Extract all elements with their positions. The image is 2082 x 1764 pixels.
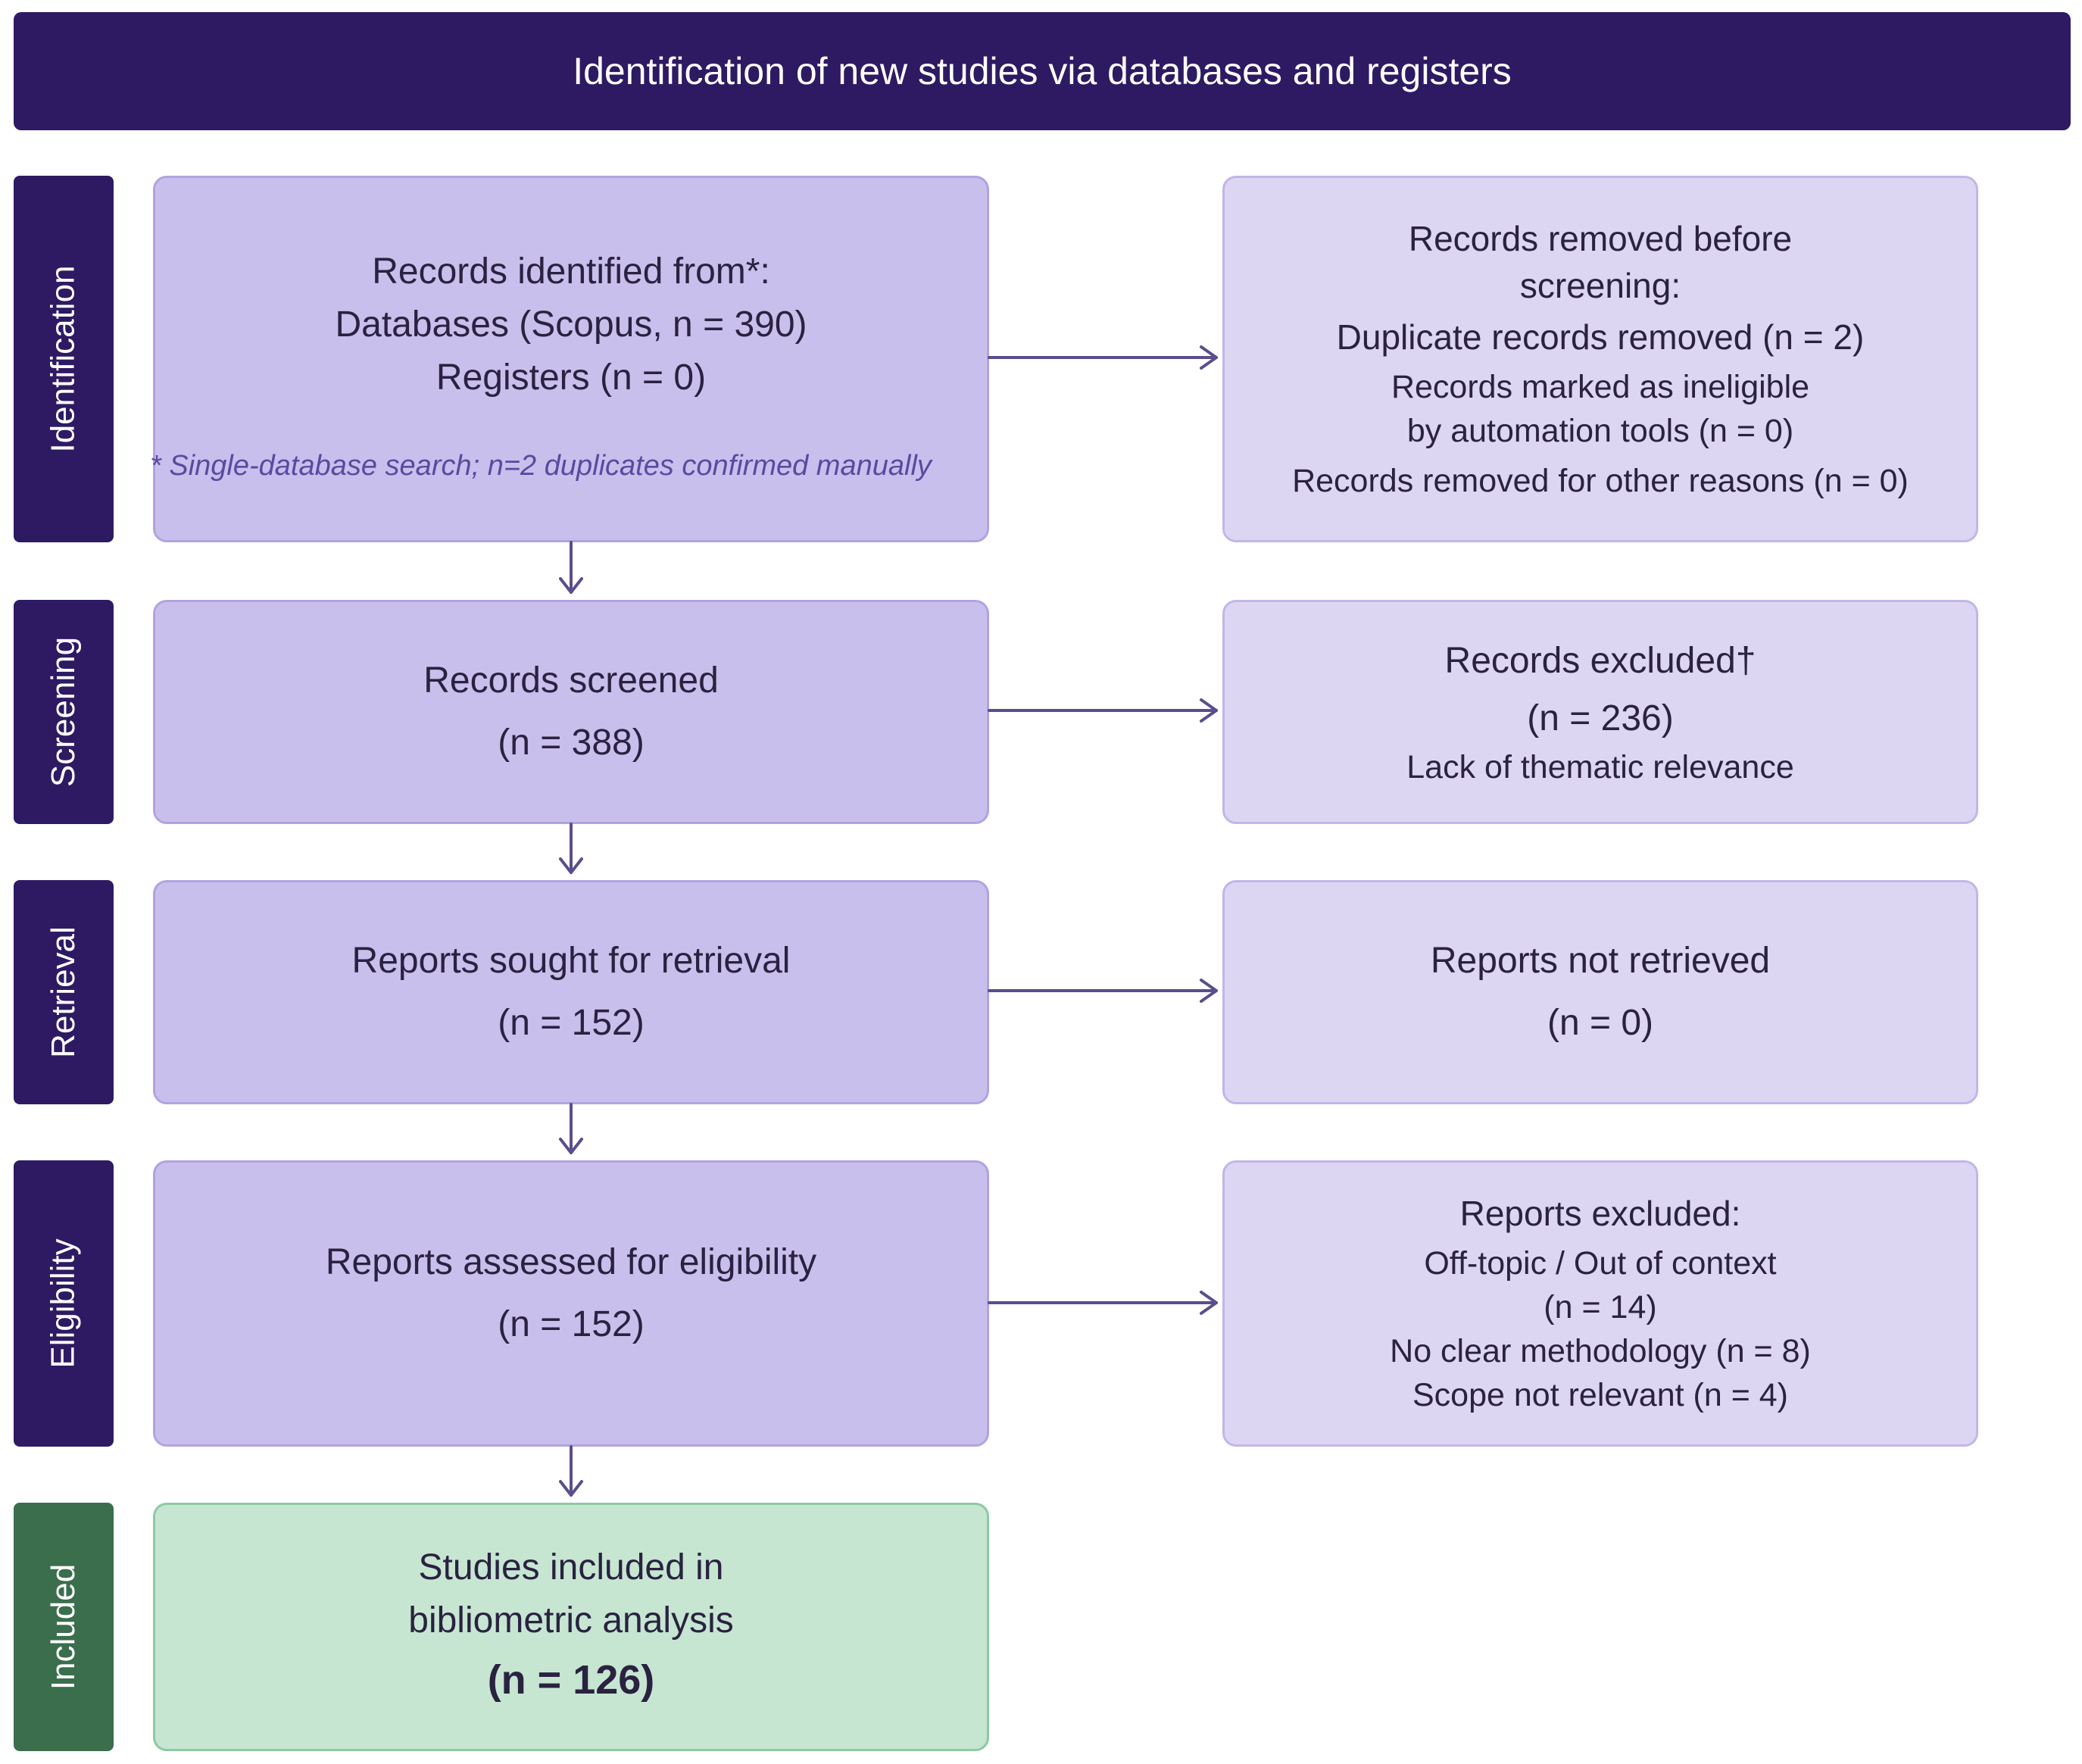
reports-excluded-box: Reports excluded: Off-topic / Out of con… [1222,1160,1978,1447]
reports-sought-box: Reports sought for retrieval (n = 152) [153,880,989,1104]
stage-screening: Screening [14,600,114,824]
box-line: Records excluded† [1444,641,1756,681]
stage-identification: Identification [14,176,114,542]
header-title: Identification of new studies via databa… [573,50,1512,92]
stage-included: Included [14,1503,114,1751]
records-screened-box: Records screened (n = 388) [153,600,989,824]
box-line: (n = 152) [498,1003,645,1043]
arrow-down [559,1103,583,1154]
box-line: Records marked as ineligible [1391,369,1810,405]
box-line: (n = 388) [498,723,645,763]
box-line: Reports not retrieved [1430,941,1771,981]
box-line: (n = 236) [1527,698,1674,738]
box-line: Records identified from*: [372,251,770,292]
arrow-right [988,698,1218,723]
box-line: Studies included in [418,1547,724,1588]
box-line: Lack of thematic relevance [1406,749,1794,785]
box-line: No clear methodology (n = 8) [1390,1333,1811,1369]
reports-assessed-box: Reports assessed for eligibility (n = 15… [153,1160,989,1447]
arrow-down [559,1445,583,1497]
box-line: (n = 14) [1544,1289,1657,1325]
arrow-down [559,541,583,594]
stage-retrieval: Retrieval [14,880,114,1104]
box-line: Records removed for other reasons (n = 0… [1292,463,1909,499]
studies-included-box: Studies included in bibliometric analysi… [153,1503,989,1751]
records-excluded-box: Records excluded† (n = 236) Lack of them… [1222,600,1978,824]
box-line: Registers (n = 0) [435,357,707,398]
box-line: (n = 152) [498,1304,645,1344]
box-line: bibliometric analysis [408,1600,734,1641]
arrow-down [559,823,583,874]
diagram-header: Identification of new studies via databa… [14,12,2071,130]
stage-eligibility: Eligibility [14,1160,114,1447]
arrow-right [988,345,1218,370]
box-line: by automation tools (n = 0) [1406,413,1794,449]
box-line: Duplicate records removed (n = 2) [1336,317,1865,357]
footnote: * Single-database search; n=2 duplicates… [150,450,932,482]
box-line: Records removed before [1408,219,1793,258]
box-line: Records screened [423,660,719,701]
box-line: Reports excluded: [1459,1194,1741,1233]
box-line: Reports sought for retrieval [351,941,791,981]
box-line: Databases (Scopus, n = 390) [335,304,807,345]
records-identified-box: Records identified from*: Databases (Sco… [153,176,989,542]
box-line: Scope not relevant (n = 4) [1412,1377,1788,1413]
box-line: (n = 0) [1547,1003,1654,1043]
box-line: screening: [1519,266,1681,305]
box-line: Off-topic / Out of context [1424,1245,1777,1282]
records-removed-box: Records removed before screening: Duplic… [1222,176,1978,542]
reports-not-retrieved-box: Reports not retrieved (n = 0) [1222,880,1978,1104]
included-count: (n = 126) [487,1657,655,1703]
box-line: Reports assessed for eligibility [325,1242,817,1282]
arrow-right [988,1291,1218,1315]
arrow-right [988,979,1218,1003]
